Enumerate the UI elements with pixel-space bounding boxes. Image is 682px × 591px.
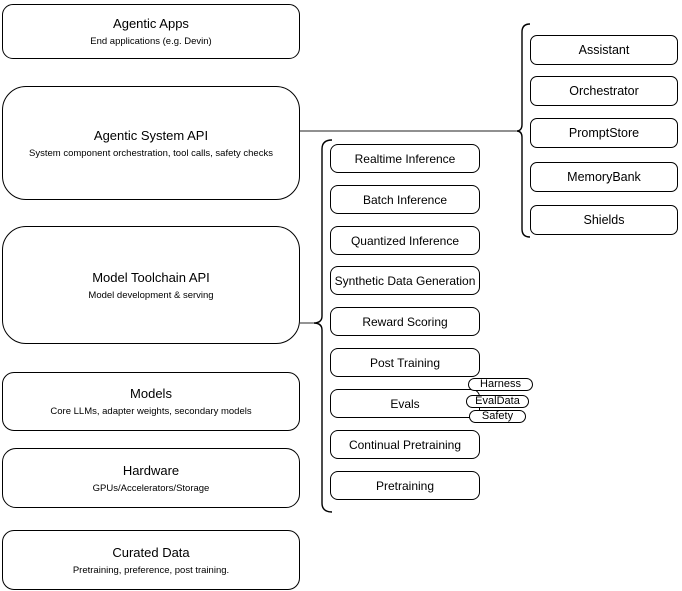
node-promptstore: PromptStore	[530, 118, 678, 148]
tag-evaldata: EvalData	[466, 395, 529, 408]
node-continual-pretraining: Continual Pretraining	[330, 430, 480, 459]
tag-harness: Harness	[468, 378, 533, 391]
node-shields: Shields	[530, 205, 678, 235]
node-subtitle: End applications (e.g. Devin)	[90, 36, 212, 47]
node-title: Curated Data	[112, 544, 190, 560]
node-quantized-inference: Quantized Inference	[330, 226, 480, 255]
node-curated-data: Curated Data Pretraining, preference, po…	[2, 530, 300, 590]
node-pretraining: Pretraining	[330, 471, 480, 500]
node-assistant: Assistant	[530, 35, 678, 65]
node-subtitle: Core LLMs, adapter weights, secondary mo…	[50, 406, 252, 417]
node-agentic-system-api: Agentic System API System component orch…	[2, 86, 300, 200]
node-realtime-inference: Realtime Inference	[330, 144, 480, 173]
node-title: Agentic Apps	[113, 16, 189, 31]
node-subtitle: Pretraining, preference, post training.	[72, 564, 230, 576]
node-memorybank: MemoryBank	[530, 162, 678, 192]
node-evals: Evals	[330, 389, 480, 418]
node-orchestrator: Orchestrator	[530, 76, 678, 106]
node-subtitle: GPUs/Accelerators/Storage	[92, 482, 210, 494]
node-model-toolchain-api: Model Toolchain API Model development & …	[2, 226, 300, 344]
node-title: Models	[130, 386, 172, 401]
node-title: Hardware	[122, 462, 180, 478]
toolchain-bracket	[313, 139, 333, 513]
node-agentic-apps: Agentic Apps End applications (e.g. Devi…	[2, 4, 300, 59]
node-post-training: Post Training	[330, 348, 480, 377]
node-subtitle: System component orchestration, tool cal…	[29, 147, 273, 159]
node-reward-scoring: Reward Scoring	[330, 307, 480, 336]
node-subtitle: Model development & serving	[88, 289, 214, 301]
node-title: Model Toolchain API	[92, 269, 210, 285]
node-batch-inference: Batch Inference	[330, 185, 480, 214]
node-synthetic-data-generation: Synthetic Data Generation	[330, 266, 480, 295]
node-title: Agentic System API	[93, 127, 209, 143]
tag-safety: Safety	[469, 410, 526, 423]
system-components-bracket	[516, 23, 531, 238]
node-hardware: Hardware GPUs/Accelerators/Storage	[2, 448, 300, 508]
node-models: Models Core LLMs, adapter weights, secon…	[2, 372, 300, 431]
